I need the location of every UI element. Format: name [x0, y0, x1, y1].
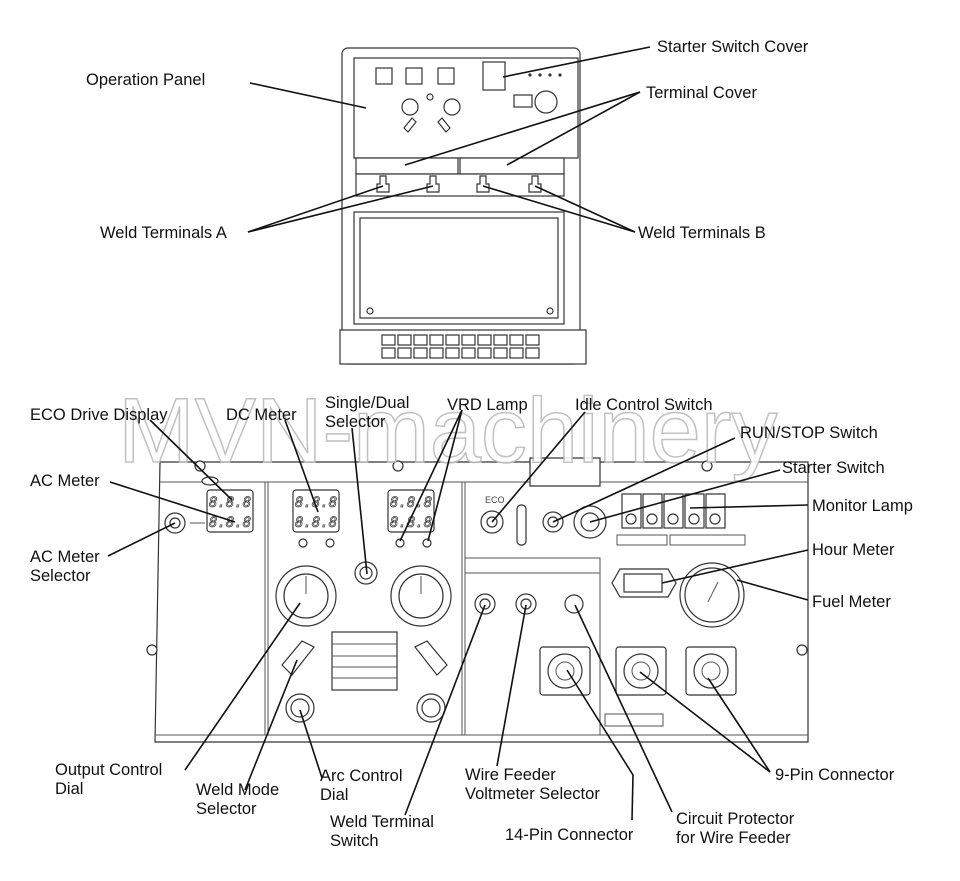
- label-output-control-dial: Output Control: [55, 761, 162, 779]
- monitor-lamp-bulb: [688, 513, 700, 525]
- svg-text:Selector: Selector: [30, 567, 91, 585]
- label-14-pin-connector: 14-Pin Connector: [505, 826, 634, 844]
- dc-meter-display-2: [387, 489, 435, 533]
- svg-text:Dial: Dial: [55, 780, 83, 798]
- weld-terminals: [376, 175, 542, 193]
- label-weld-terminals-a: Weld Terminals A: [100, 224, 227, 242]
- grill-slot: [397, 334, 412, 346]
- starter-switch-cover-drawing: [482, 61, 506, 91]
- label-weld-terminals-b: Weld Terminals B: [638, 224, 766, 242]
- monitor-lamp-bulb: [625, 513, 637, 525]
- watermark: MVN-machinery: [118, 380, 777, 482]
- panel-windows: [375, 61, 562, 133]
- label-terminal-cover: Terminal Cover: [646, 84, 757, 102]
- panel-leader-lines: [107, 409, 809, 821]
- label-dc-meter: DC Meter: [226, 406, 297, 424]
- svg-text:Selector: Selector: [196, 800, 257, 818]
- grill-slot: [525, 334, 540, 346]
- svg-text:8.8.8: 8.8.8: [390, 515, 432, 531]
- grill-slot: [477, 334, 492, 346]
- label-idle-control-switch: Idle Control Switch: [575, 396, 713, 414]
- weld-mode-chart: [331, 631, 398, 691]
- control-panel-drawing: 8.8.8 8.8.8 8.8.8 8.8.8 8.8.8 8.8.8 ECO: [146, 457, 809, 743]
- grill-slot: [381, 334, 396, 346]
- grill-slot: [461, 334, 476, 346]
- label-hour-meter: Hour Meter: [812, 541, 895, 559]
- svg-text:8.8.8: 8.8.8: [295, 495, 337, 511]
- label-weld-terminal-switch: Weld Terminal: [330, 813, 434, 831]
- svg-text:Dial: Dial: [320, 786, 348, 804]
- svg-text:for Wire Feeder: for Wire Feeder: [676, 829, 791, 847]
- grill-slot: [381, 347, 396, 359]
- grill-slot: [397, 347, 412, 359]
- svg-text:8.8.8: 8.8.8: [390, 495, 432, 511]
- monitor-lamp-bulb: [646, 513, 658, 525]
- grill-slots: [381, 334, 540, 359]
- grill-slot: [509, 347, 524, 359]
- grill-slot: [413, 347, 428, 359]
- label-weld-mode-selector: Weld Mode: [196, 781, 279, 799]
- screws: [146, 460, 808, 656]
- panel-labels: ECO Drive Display DC Meter Single/Dual S…: [30, 394, 913, 850]
- label-single-dual-selector: Single/Dual: [325, 394, 409, 412]
- svg-text:8.8.8: 8.8.8: [295, 515, 337, 531]
- grill-slot: [429, 334, 444, 346]
- grill-slot: [413, 334, 428, 346]
- terminal-cover-b: [459, 157, 565, 175]
- terminal-cover-a: [355, 157, 459, 175]
- label-fuel-meter: Fuel Meter: [812, 593, 891, 611]
- svg-text:8.8.8: 8.8.8: [209, 495, 251, 511]
- label-starter-switch: Starter Switch: [782, 459, 885, 477]
- grill-slot: [461, 347, 476, 359]
- grill-slot: [493, 334, 508, 346]
- label-vrd-lamp: VRD Lamp: [447, 396, 528, 414]
- label-run-stop-switch: RUN/STOP Switch: [740, 424, 878, 442]
- top-leader-lines: [247, 46, 651, 233]
- label-circuit-protector: Circuit Protector: [676, 810, 795, 828]
- svg-text:ECO: ECO: [485, 495, 505, 505]
- monitor-lamp-bulb: [709, 513, 721, 525]
- label-wire-feeder-voltmeter-selector: Wire Feeder: [465, 766, 556, 784]
- grill-slot: [445, 347, 460, 359]
- label-ac-meter: AC Meter: [30, 472, 100, 490]
- svg-text:Switch: Switch: [330, 832, 379, 850]
- grill-slot: [493, 347, 508, 359]
- label-eco-drive-display: ECO Drive Display: [30, 406, 168, 424]
- label-ac-meter-selector: AC Meter: [30, 548, 100, 566]
- monitor-lamp-bulb: [667, 513, 679, 525]
- label-operation-panel: Operation Panel: [86, 71, 205, 89]
- grill-slot: [525, 347, 540, 359]
- grill-slot: [445, 334, 460, 346]
- svg-text:Voltmeter Selector: Voltmeter Selector: [465, 785, 600, 803]
- dc-meter-display: [292, 489, 340, 533]
- svg-text:8.8.8: 8.8.8: [209, 515, 251, 531]
- grill-slot: [429, 347, 444, 359]
- machine-front-view: [339, 47, 587, 365]
- label-arc-control-dial: Arc Control: [320, 767, 403, 785]
- label-monitor-lamp: Monitor Lamp: [812, 497, 913, 515]
- label-9-pin-connector: 9-Pin Connector: [775, 766, 895, 784]
- grill-slot: [509, 334, 524, 346]
- label-starter-switch-cover: Starter Switch Cover: [657, 38, 809, 56]
- ac-meter-display: [206, 489, 254, 533]
- grill-slot: [477, 347, 492, 359]
- svg-text:Selector: Selector: [325, 413, 386, 431]
